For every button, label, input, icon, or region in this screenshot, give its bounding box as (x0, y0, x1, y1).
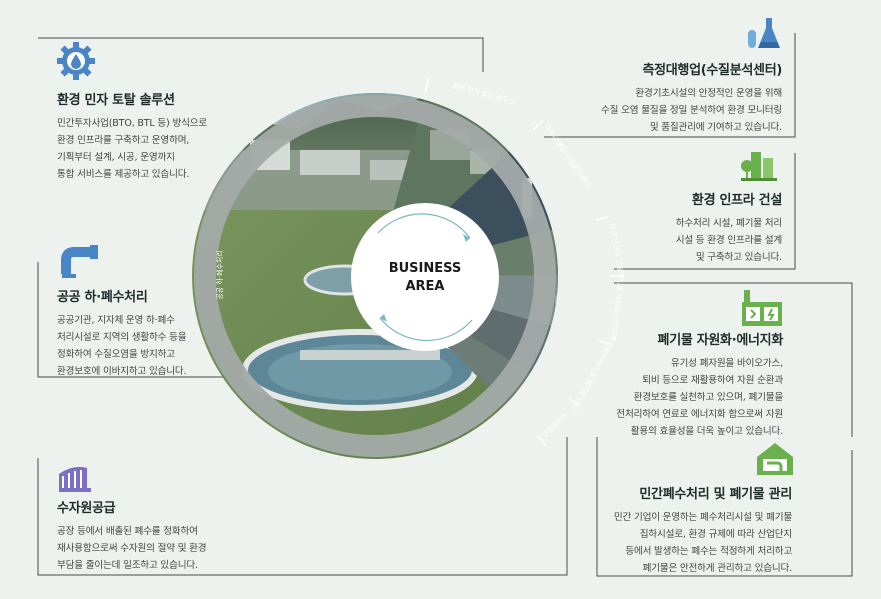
block-total: 환경 민자 토탈 솔루션 민간투자사업(BTO, BTL 등) 방식으로 환경 … (57, 89, 267, 183)
center-arrow-top (377, 213, 471, 239)
water-pipe-icon (61, 245, 98, 278)
block-infra: 환경 인프라 건설 하수처리 시설, 폐기물 처리 시설 등 환경 인프라를 설… (600, 189, 783, 266)
desc-water-resource: 공장 등에서 배출된 폐수를 정화하여 재사용함으로써 수자원의 절약 및 환경… (57, 526, 207, 571)
segment-label-water-resource: 수자원공급 (540, 410, 570, 440)
title-private-waste: 민간폐수처리 및 폐기물 관리 (639, 487, 792, 502)
block-public: 공공 하·폐수처리 공공기관, 지자체 운영 하·폐수 처리시설로 지역의 생활… (57, 286, 257, 380)
ring-separators (424, 77, 624, 447)
title-infra: 환경 인프라 건설 (691, 193, 782, 208)
block-private-waste: 민간폐수처리 및 폐기물 관리 민간 기업이 운영하는 폐수처리시설 및 폐기물… (600, 483, 792, 577)
recycle-factory-icon (742, 290, 782, 326)
connector-private (596, 437, 853, 577)
connector-infra (614, 153, 796, 270)
connector-lines (37, 33, 853, 577)
title-total: 환경 민자 토탈 솔루션 (57, 93, 175, 108)
title-waste-energy: 폐기물 자원화·에너지화 (657, 333, 784, 348)
segment-label-total: 환경 민자 토탈 솔루션 (451, 81, 516, 106)
house-waste-pipe-icon (757, 443, 793, 475)
block-waste-energy: 폐기물 자원화·에너지화 유기성 폐자원을 바이오가스, 퇴비 등으로 재활용하… (580, 329, 783, 440)
center-title-line1: BUSINESS (389, 261, 462, 276)
desc-measure: 환경기초시설의 안정적인 운영을 위해 수질 오염 물질을 정밀 분석하여 환경… (601, 88, 782, 133)
connector-total (38, 37, 484, 72)
gear-water-drop-icon (57, 42, 95, 80)
connector-public (37, 262, 246, 378)
desc-waste-energy: 유기성 폐자원을 바이오가스, 퇴비 등으로 재활용하여 자원 순환과 환경보호… (616, 358, 783, 437)
center-title-line2: AREA (405, 279, 444, 294)
block-water-resource: 수자원공급 공장 등에서 배출된 폐수를 정화하여 재사용함으로써 수자원의 절… (57, 497, 287, 574)
title-public: 공공 하·폐수처리 (57, 290, 148, 305)
block-measure: 측정대행업(수질분석센터) 환경기초시설의 안정적인 운영을 위해 수질 오염 … (560, 59, 782, 136)
desc-total: 민간투자사업(BTO, BTL 등) 방식으로 환경 인프라를 구축하고 운영하… (57, 118, 207, 180)
desc-infra: 하수처리 시설, 폐기물 처리 시설 등 환경 인프라를 설계 및 구축하고 있… (675, 218, 782, 263)
outer-ring (194, 95, 556, 457)
connector-water (37, 437, 568, 576)
title-measure: 측정대행업(수질분석센터) (642, 63, 782, 78)
lab-flask-icon (748, 18, 780, 48)
center-arrow-bottom (379, 317, 473, 342)
segment-label-public: 공공 하·폐수처리 (215, 250, 224, 300)
center-circle (351, 203, 499, 351)
desc-private-waste: 민간 기업이 운영하는 폐수처리시설 및 폐기물 집하시설로, 환경 규제에 따… (613, 512, 792, 574)
title-water-resource: 수자원공급 (57, 501, 116, 516)
green-city-icon (741, 152, 777, 181)
connector-measure (544, 33, 796, 138)
connector-waste (614, 282, 853, 437)
water-channel-icon (59, 466, 91, 492)
desc-public: 공공기관, 지자체 운영 하·폐수 처리시설로 지역의 생활하수 등을 정화하여… (57, 315, 187, 377)
